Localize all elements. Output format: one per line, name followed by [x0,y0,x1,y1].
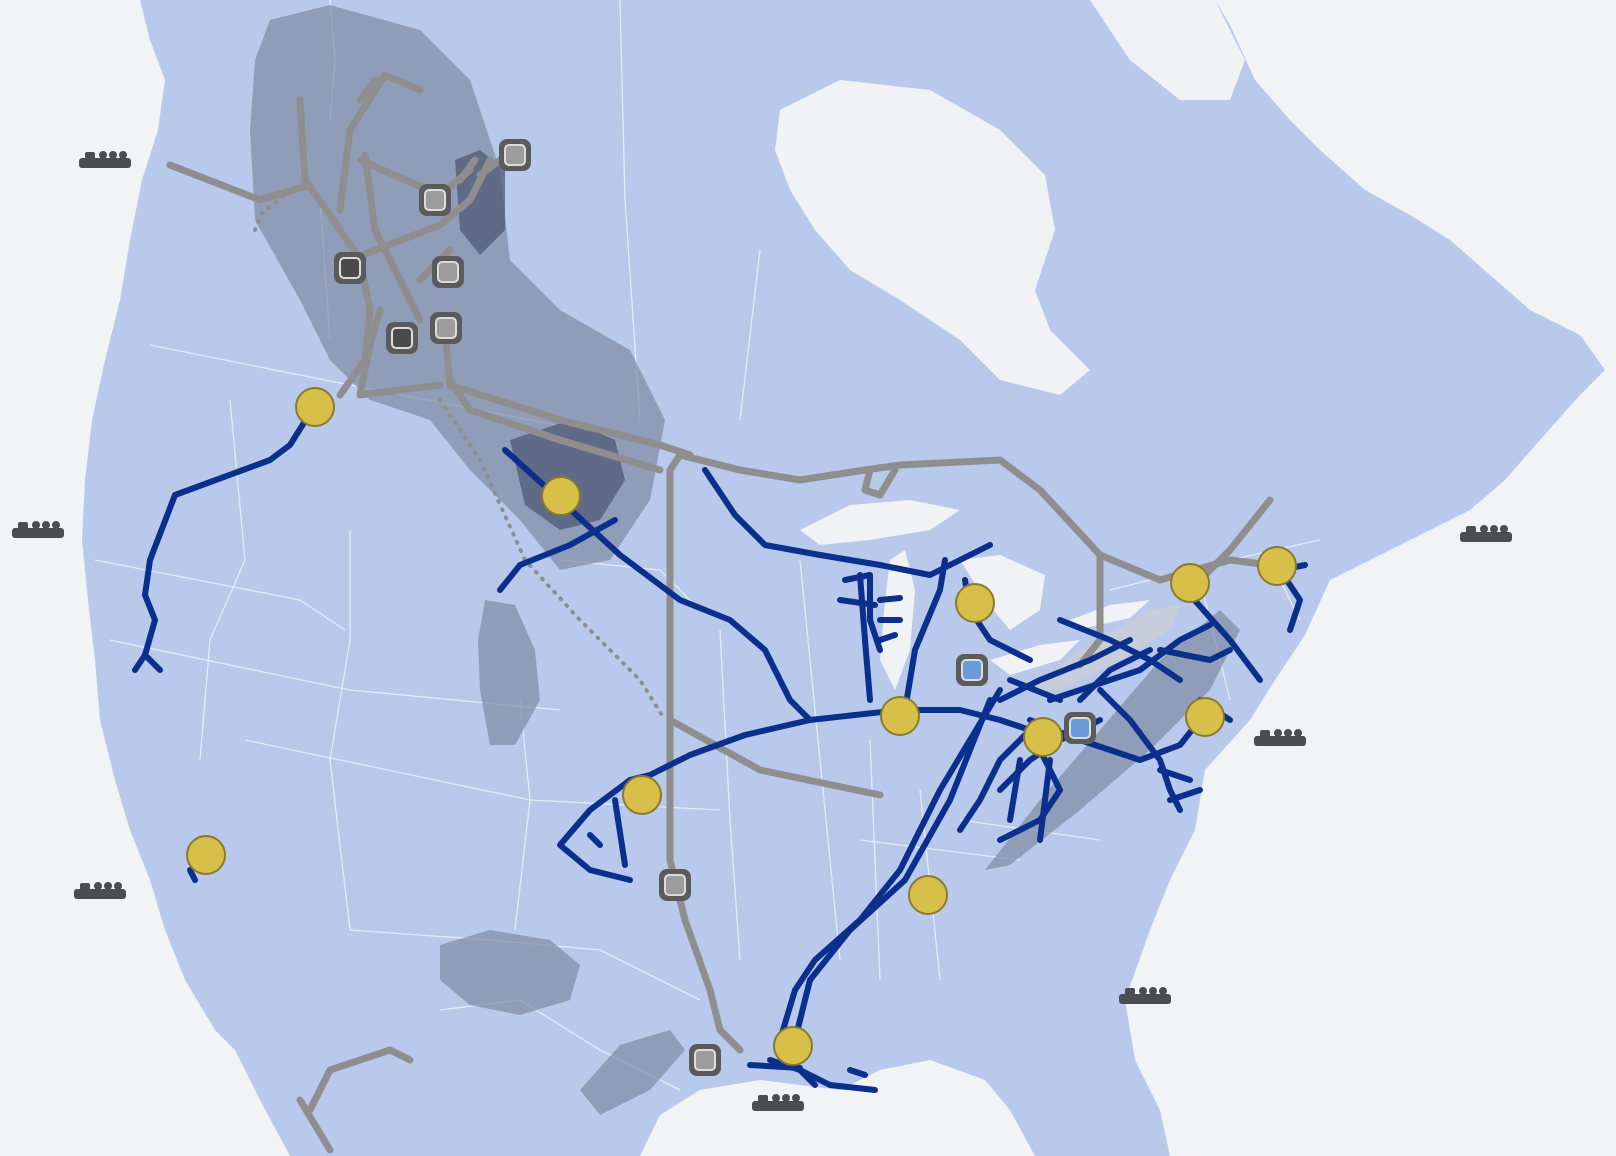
terminal-square-icon [689,1044,721,1076]
lng-ship-icon [1254,729,1306,746]
lake-superior [800,500,960,545]
terminal-square-icon [334,252,366,284]
terminal-core [424,189,446,211]
hub-circle-icon [880,696,920,736]
permian-basin [440,930,580,1015]
lng-ship-icon [12,521,64,538]
lng-ship-icon [752,1094,804,1111]
terminal-core [339,257,361,279]
hub-circle-icon [622,775,662,815]
hub-circle-icon [186,835,226,875]
hub-circle-icon [955,583,995,623]
terminal-square-icon [659,869,691,901]
terminal-core [437,261,459,283]
lake-erie [990,640,1080,675]
hub-circle-icon [541,476,581,516]
hub-circle-icon [908,875,948,915]
terminal-core [961,659,983,681]
hub-circle-icon [1185,697,1225,737]
terminal-square-icon [430,312,462,344]
lng-ship-icon [74,882,126,899]
terminal-core [1069,717,1091,739]
lng-ship-icon [1460,525,1512,542]
baja-peninsula [185,880,330,1156]
hub-circle-icon [1023,717,1063,757]
terminal-square-icon [499,139,531,171]
terminal-core [504,144,526,166]
hub-markers [186,387,1297,1066]
hub-circle-icon [773,1026,813,1066]
planned-pipelines [253,193,667,722]
hub-circle-icon [295,387,335,427]
terminal-square-icon [419,184,451,216]
hub-circle-icon [1170,563,1210,603]
terminal-core [694,1049,716,1071]
lake-ontario [1070,600,1150,628]
terminal-markers [334,139,1096,1076]
arctic-ice [1090,0,1245,100]
terminal-square-icon [386,322,418,354]
terminal-square-icon [432,256,464,288]
hub-circle-icon [1257,546,1297,586]
terminal-core [664,874,686,896]
terminal-core [435,317,457,339]
lake-huron [960,555,1045,630]
terminal-square-icon [956,654,988,686]
terminal-core [391,327,413,349]
hudson-bay [775,80,1090,395]
eagle-ford-basin [580,1030,685,1115]
terminal-square-icon [1064,712,1096,744]
lng-ship-icon [79,151,131,168]
powder-river-basin [478,600,540,745]
lng-ship-icon [1119,987,1171,1004]
